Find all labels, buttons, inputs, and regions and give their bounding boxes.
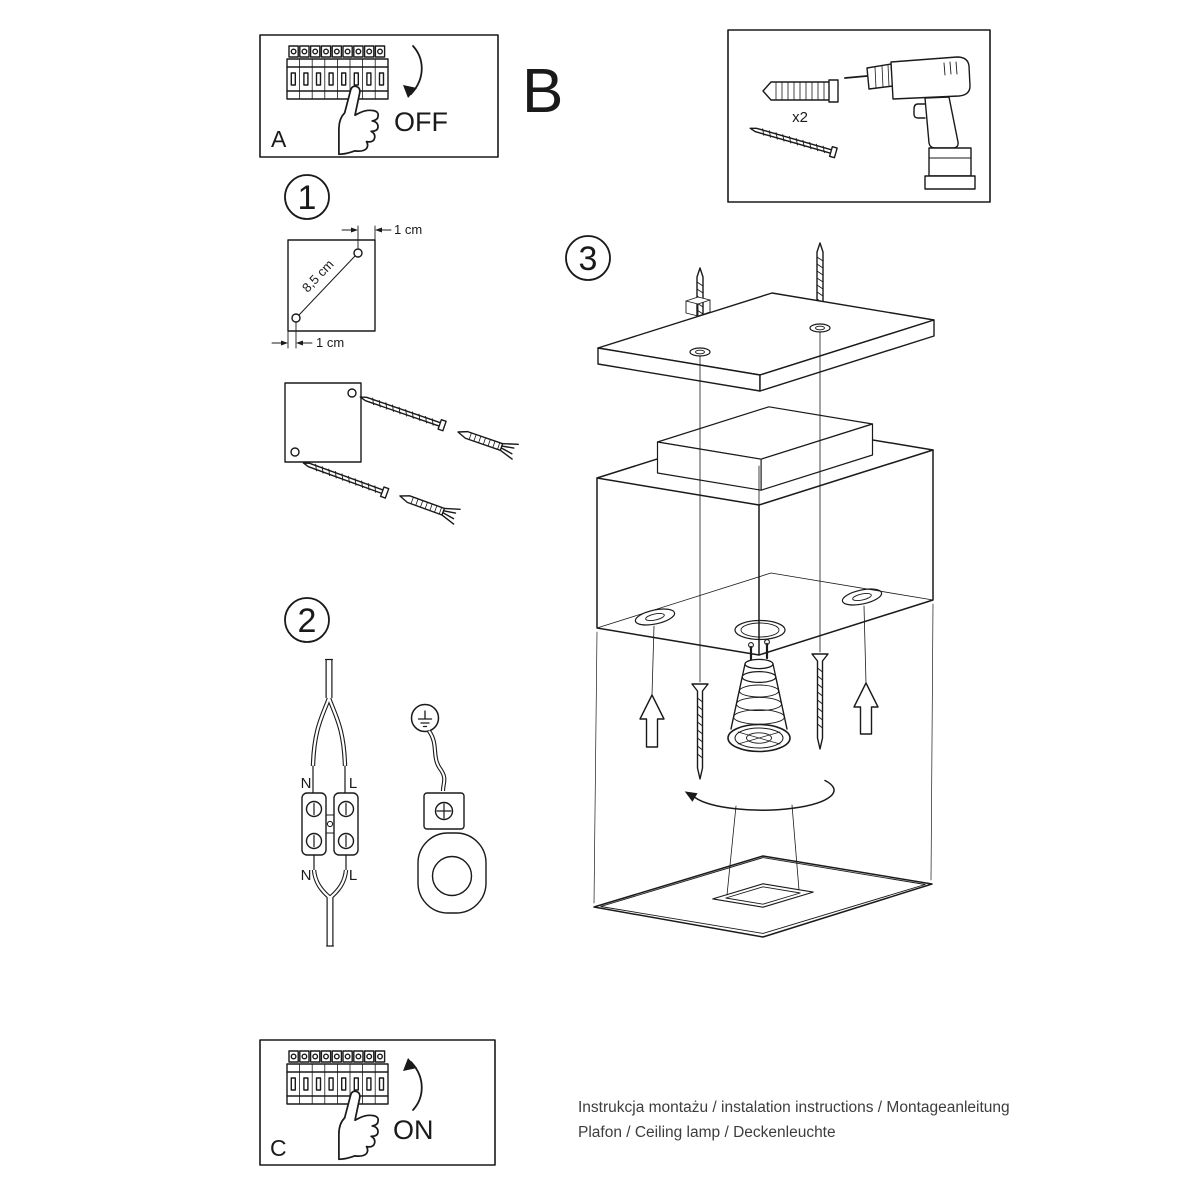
fixing-screw-icon (691, 683, 709, 780)
wall-plug-icon (396, 487, 461, 526)
alignment-lines (699, 331, 821, 683)
supply-cable (310, 658, 348, 795)
diagonal-dimension-line (298, 255, 356, 316)
step-2 (284, 597, 487, 947)
wire-n-top-label: N (301, 775, 312, 792)
off-label: OFF (394, 107, 448, 137)
mounting-plate (597, 292, 935, 392)
step1-number: 1 (298, 179, 317, 217)
labels: A OFF B x2 1 1 cm 8,5 cm 1 cm 2 N L N L … (270, 57, 1010, 1161)
breaker-panel-icon (286, 45, 389, 100)
footer-line1: Instrukcja montażu / instalation instruc… (578, 1099, 1010, 1116)
ceiling-screw-icon (816, 242, 824, 306)
rotate-arrow-icon (684, 779, 835, 811)
step1-badge (284, 174, 330, 220)
on-label: ON (393, 1115, 434, 1145)
wall-plug-icon (454, 423, 519, 461)
panel-b-label: B (522, 57, 563, 126)
step-3 (565, 235, 935, 938)
panel-c-label: C (270, 1135, 287, 1161)
wire-l-bottom-label: L (349, 867, 357, 884)
wire-n-bottom-label: N (301, 867, 312, 884)
screw-icon (357, 391, 447, 432)
panel-c (259, 1039, 496, 1166)
up-arrow-icon (639, 625, 665, 748)
wire-l-top-label: L (349, 775, 357, 792)
panel-a-label: A (271, 126, 287, 152)
step3-number: 3 (579, 240, 598, 278)
step2-number: 2 (298, 602, 317, 640)
step2-badge (284, 597, 330, 643)
ground-wire (427, 729, 447, 792)
bulb-icon (727, 639, 791, 753)
ground-symbol-icon (410, 703, 440, 733)
drill-icon (844, 56, 976, 190)
panel-a (259, 34, 499, 158)
wall-plug-icon (762, 79, 839, 103)
step-1 (271, 174, 519, 526)
up-arrow-icon (853, 605, 879, 735)
fixing-screw-icon (811, 653, 829, 750)
dim-top-label: 1 cm (394, 222, 422, 237)
dim-bottom-label: 1 cm (316, 335, 344, 350)
glass-diffuser (593, 855, 933, 938)
terminal-block (301, 792, 359, 856)
screw-icon (300, 457, 390, 499)
lamp-body (596, 406, 934, 656)
step3-badge (565, 235, 611, 281)
footer-line2: Plafon / Ceiling lamp / Deckenleuchte (578, 1124, 836, 1141)
drilling-template-square (287, 239, 376, 332)
output-cable (311, 854, 349, 947)
panel-b (727, 29, 991, 203)
drill-hole-mark (347, 388, 357, 398)
ground-terminal (417, 792, 487, 914)
breaker-panel-icon (286, 1050, 389, 1105)
drill-hole-mark (290, 447, 300, 457)
mounting-square (284, 382, 362, 463)
drill-hole-mark (353, 248, 363, 258)
screw-count-label: x2 (792, 109, 808, 126)
